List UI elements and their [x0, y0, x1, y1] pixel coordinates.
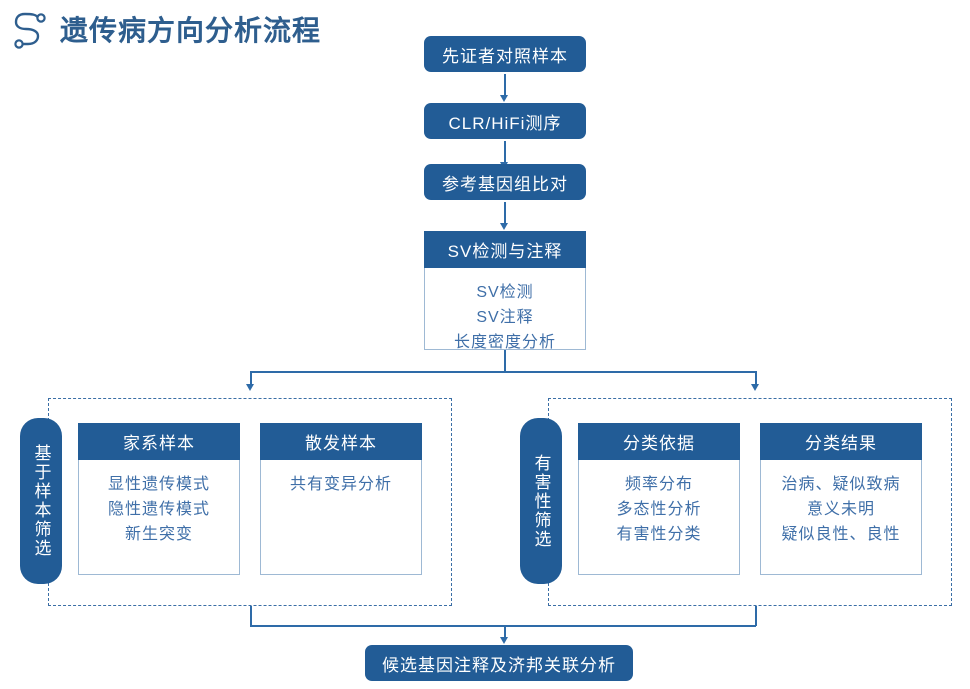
classification-result-item-1: 治病、疑似致病: [781, 476, 901, 493]
classification-result-item-3: 疑似良性、良性: [781, 526, 901, 543]
card-classification-result[interactable]: 分类结果 治病、疑似致病 意义未明 疑似良性、良性: [760, 423, 922, 575]
card-sporadic-sample[interactable]: 散发样本 共有变异分析: [260, 423, 422, 575]
sv-detection-card[interactable]: SV检测与注释 SV检测 SV注释 长度密度分析: [424, 231, 586, 351]
sv-detection-card-title: SV检测与注释: [424, 231, 586, 268]
card-family-sample-title: 家系样本: [78, 423, 240, 460]
final-step-button[interactable]: 候选基因注释及济邦关联分析: [365, 645, 633, 681]
flow-step-2-label: CLR/HiFi测序: [448, 113, 562, 133]
family-sample-item-3: 新生突变: [124, 526, 193, 543]
family-sample-item-1: 显性遗传模式: [107, 476, 210, 493]
card-classification-result-body: 治病、疑似致病 意义未明 疑似良性、良性: [761, 460, 921, 547]
classification-basis-item-1: 频率分布: [624, 476, 693, 493]
card-sporadic-sample-body: 共有变异分析: [261, 460, 421, 497]
card-classification-basis-title: 分类依据: [578, 423, 740, 460]
s-curve-node-icon: [8, 7, 52, 51]
classification-basis-item-2: 多态性分析: [616, 501, 702, 518]
classification-result-item-2: 意义未明: [806, 501, 875, 518]
card-classification-result-title: 分类结果: [760, 423, 922, 460]
card-sporadic-sample-title: 散发样本: [260, 423, 422, 460]
sv-item-2: SV注释: [476, 309, 534, 326]
sv-detection-card-body: SV检测 SV注释 长度密度分析: [425, 268, 585, 355]
classification-basis-item-3: 有害性分类: [616, 526, 702, 543]
flow-step-3[interactable]: 参考基因组比对: [424, 164, 586, 200]
flow-step-1[interactable]: 先证者对照样本: [424, 36, 586, 72]
group-label-sample-screening[interactable]: 基于样本筛选: [20, 418, 62, 584]
card-classification-basis-body: 频率分布 多态性分析 有害性分类: [579, 460, 739, 547]
sv-item-3: 长度密度分析: [453, 334, 556, 351]
sporadic-sample-item-1: 共有变异分析: [289, 476, 392, 493]
flow-step-2[interactable]: CLR/HiFi测序: [424, 103, 586, 139]
group-label-pathogenicity-screening-text: 有害性筛选: [531, 453, 551, 549]
group-label-sample-screening-text: 基于样本筛选: [31, 444, 51, 558]
family-sample-item-2: 隐性遗传模式: [107, 501, 210, 518]
page-header: 遗传病方向分析流程: [0, 0, 970, 52]
sv-item-1: SV检测: [476, 284, 534, 301]
final-step-label: 候选基因注释及济邦关联分析: [382, 655, 616, 675]
card-family-sample[interactable]: 家系样本 显性遗传模式 隐性遗传模式 新生突变: [78, 423, 240, 575]
page-title: 遗传病方向分析流程: [60, 15, 322, 46]
card-classification-basis[interactable]: 分类依据 频率分布 多态性分析 有害性分类: [578, 423, 740, 575]
group-label-pathogenicity-screening[interactable]: 有害性筛选: [520, 418, 562, 584]
flow-step-1-label: 先证者对照样本: [442, 46, 568, 66]
card-family-sample-body: 显性遗传模式 隐性遗传模式 新生突变: [79, 460, 239, 547]
flow-step-3-label: 参考基因组比对: [442, 174, 568, 194]
